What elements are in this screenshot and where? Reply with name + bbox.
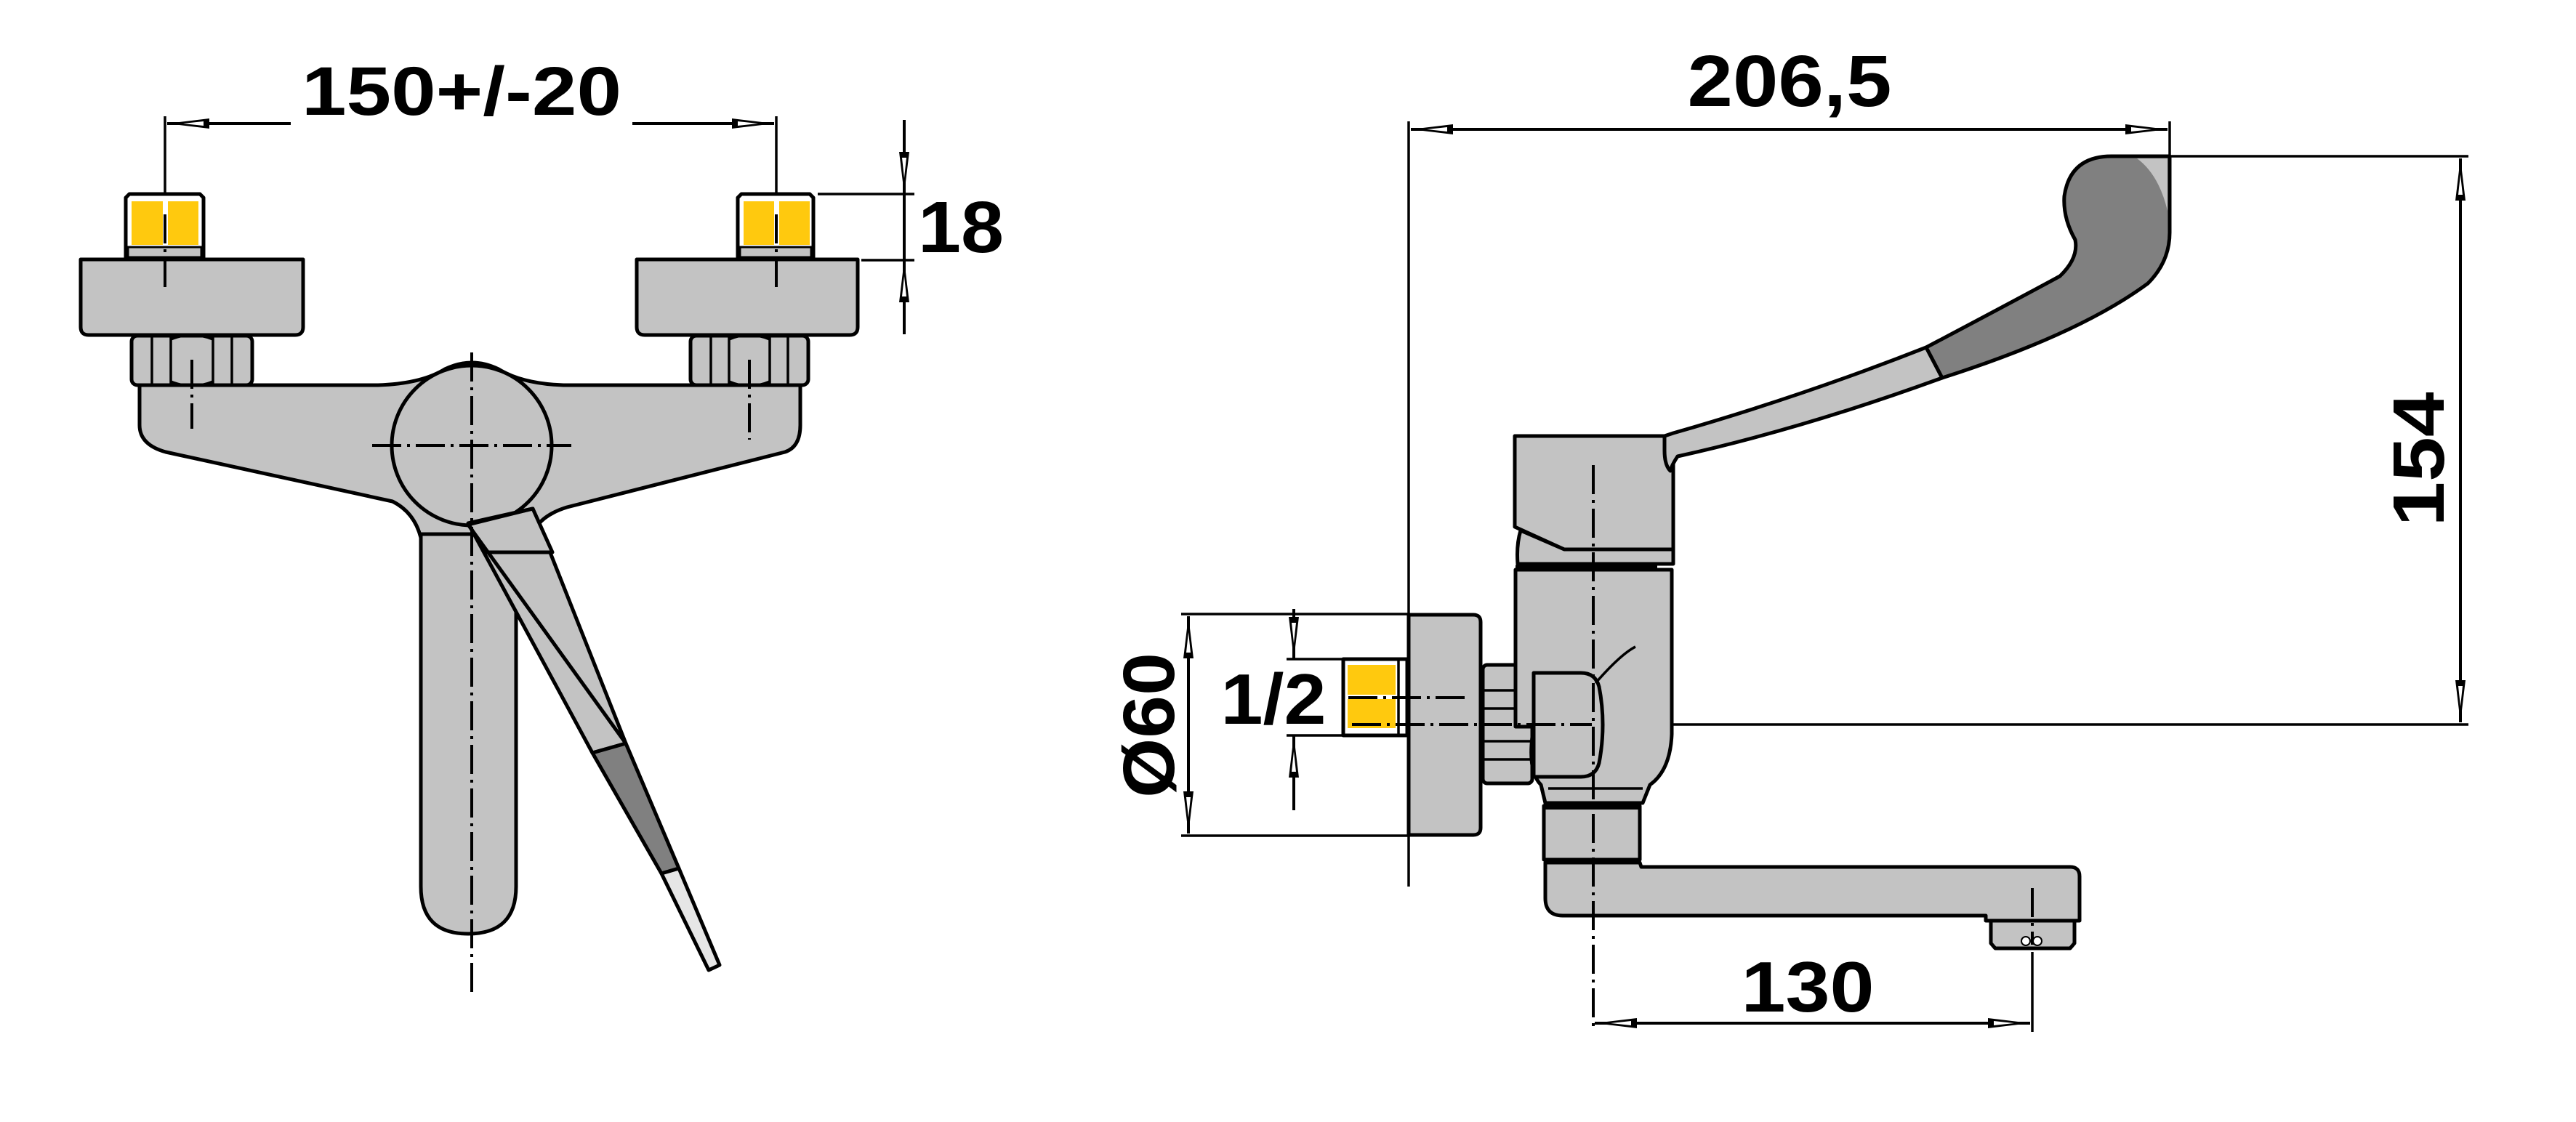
dimension-overall-height: 154 <box>1672 155 2468 726</box>
right-connector <box>736 192 816 262</box>
dimension-spout-reach: 130 <box>1595 947 2034 1032</box>
dimension-overall-projection: 206,5 <box>1407 41 2171 887</box>
side-view: 206,5 154 Ø60 1/2 <box>1108 41 2468 1032</box>
right-flange <box>635 257 860 337</box>
dimension-label-150: 150+/-20 <box>302 53 621 130</box>
dimension-flange-diameter: Ø60 <box>1108 613 1409 837</box>
clinical-lever-side <box>1662 154 2172 473</box>
dimension-label-130: 130 <box>1742 947 1875 1027</box>
dimension-label-18: 18 <box>918 187 1004 268</box>
spout-side <box>1543 860 2082 923</box>
dimension-centers-spacing: 150+/-20 <box>164 53 778 214</box>
front-view: 150+/-20 18 <box>79 53 1004 998</box>
dimension-label-1-2: 1/2 <box>1221 659 1327 739</box>
dimension-thread-length: 18 <box>818 120 1004 334</box>
dimension-label-diameter-60: Ø60 <box>1108 653 1190 798</box>
dimension-label-206-5: 206,5 <box>1688 41 1892 122</box>
dimension-label-154: 154 <box>2378 392 2460 526</box>
dimension-thread-size: 1/2 <box>1221 609 1343 810</box>
spout <box>419 532 518 936</box>
left-flange <box>79 257 305 337</box>
